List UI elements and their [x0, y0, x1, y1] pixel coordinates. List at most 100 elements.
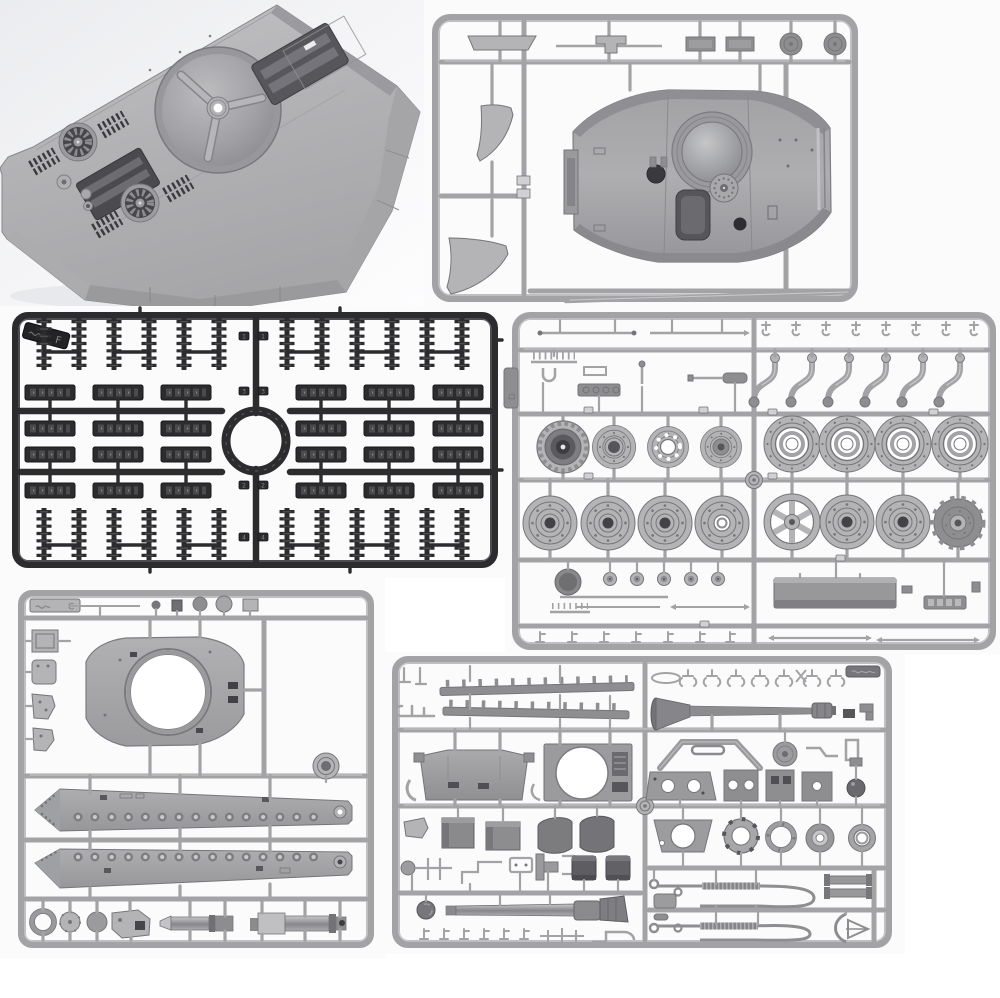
rim-ring-wheel — [817, 414, 877, 474]
tow-cable-part — [648, 908, 812, 942]
track-segment-part — [901, 558, 981, 610]
rear-deck-seam — [282, 15, 367, 90]
track-link — [364, 483, 414, 498]
rod-hook-part — [394, 704, 436, 718]
hook-and-vane-part — [834, 908, 871, 944]
hull-bottom-skirt — [85, 280, 346, 313]
small-box-part — [843, 709, 855, 718]
gun-barrel-half-part — [416, 891, 629, 923]
spoked-idler-wheel — [764, 494, 820, 550]
sprue-turret-roof — [424, 0, 1000, 306]
sprue-letter: C — [68, 603, 74, 613]
gun-barrel-section — [159, 915, 234, 932]
track-link — [161, 385, 211, 400]
u-clamp-part — [541, 368, 557, 383]
pad-plate-part — [653, 893, 677, 909]
sprue-frame-dark — [12, 312, 498, 568]
track-link — [433, 385, 483, 400]
turret-ring-opening — [154, 46, 282, 174]
small-hull-fittings — [56, 34, 212, 211]
slot-number: 4 — [261, 535, 265, 542]
hatch-plate-parts — [645, 757, 866, 808]
stowage-box-part — [725, 36, 755, 52]
top-small-parts — [68, 595, 259, 620]
top-rod-parts — [537, 318, 750, 336]
fender-wedge-part — [446, 237, 509, 295]
bottom-parts-row — [29, 897, 347, 942]
turret-shell-part — [85, 616, 266, 778]
slot-number: 1 — [261, 334, 265, 341]
track-link — [433, 421, 483, 436]
hub-cap — [711, 572, 725, 586]
z-fitting-part — [806, 746, 838, 758]
hull-front-facet — [7, 230, 90, 300]
swing-arm-parts — [749, 348, 965, 407]
slot-number: 3 — [261, 389, 265, 396]
track-link — [296, 385, 346, 400]
fan-grille — [58, 122, 98, 162]
cupola-ring-opening — [671, 111, 753, 193]
track-link — [161, 421, 211, 436]
gate-stubs — [138, 306, 504, 574]
mudguard-part — [467, 35, 537, 51]
rod-and-bracket-part — [556, 35, 662, 54]
rim-ring-wheel — [930, 414, 990, 474]
wheel-disc-part — [312, 752, 340, 784]
sprue-wheels: D — [503, 306, 1000, 654]
track-link — [433, 483, 483, 498]
sprue-frame — [392, 656, 892, 948]
hull-side-panel — [34, 774, 353, 842]
sprue-letter: F — [54, 335, 63, 347]
track-link — [25, 447, 75, 462]
hull-side-panel — [34, 838, 353, 901]
track-link — [161, 483, 211, 498]
brand-embossing — [35, 605, 51, 609]
track-link — [364, 421, 414, 436]
horn-part — [405, 779, 417, 802]
round-opening — [646, 164, 666, 184]
slot-number: 1 — [242, 334, 246, 341]
open-ring-part — [848, 824, 876, 852]
hub-cap — [630, 572, 644, 586]
track-link — [364, 385, 414, 400]
flat-panel-part — [773, 558, 897, 609]
hull-right-skirt — [335, 86, 420, 292]
track-link — [93, 385, 143, 400]
caps-and-rods-band — [550, 558, 750, 614]
rim-ring-wheel — [762, 414, 822, 474]
disc-part — [86, 911, 108, 933]
sprue-track-links: F 1 1 3 — [0, 306, 505, 578]
slot-number: 2 — [261, 483, 265, 490]
sprue-brand-tag — [845, 665, 881, 678]
top-left-pin-parts — [398, 666, 428, 686]
fan-grille — [120, 183, 160, 223]
photo-hull-top-part — [0, 0, 430, 314]
fan-cover — [709, 173, 739, 203]
track-link — [364, 447, 414, 462]
disc-part — [779, 32, 803, 56]
hub-cap — [603, 572, 617, 586]
turret-roof-part — [563, 89, 832, 263]
serrated-strip-part — [439, 675, 635, 696]
tow-cable-part — [648, 866, 816, 912]
slot-number: 3 — [242, 389, 246, 396]
brand-embossing — [851, 670, 876, 674]
disc-part — [823, 32, 847, 56]
slot-number-tags: 1 1 3 3 2 2 4 4 — [238, 331, 269, 542]
gun-barrel-section — [250, 912, 347, 935]
cylinder-fittings — [824, 874, 872, 899]
bottom-small-parts — [535, 631, 980, 643]
track-link — [296, 483, 346, 498]
track-link — [93, 483, 143, 498]
bottom-tiny-parts — [419, 928, 636, 944]
hub-cap — [657, 572, 671, 586]
track-link — [93, 447, 143, 462]
roof-plate-part — [413, 728, 535, 808]
notched-ring-part — [722, 817, 760, 855]
sprue-letter-tag: D — [503, 367, 519, 409]
track-link — [296, 447, 346, 462]
serrated-strip-part — [442, 699, 630, 720]
rim-ring-wheel — [873, 414, 933, 474]
cap-disc-part — [59, 911, 81, 933]
